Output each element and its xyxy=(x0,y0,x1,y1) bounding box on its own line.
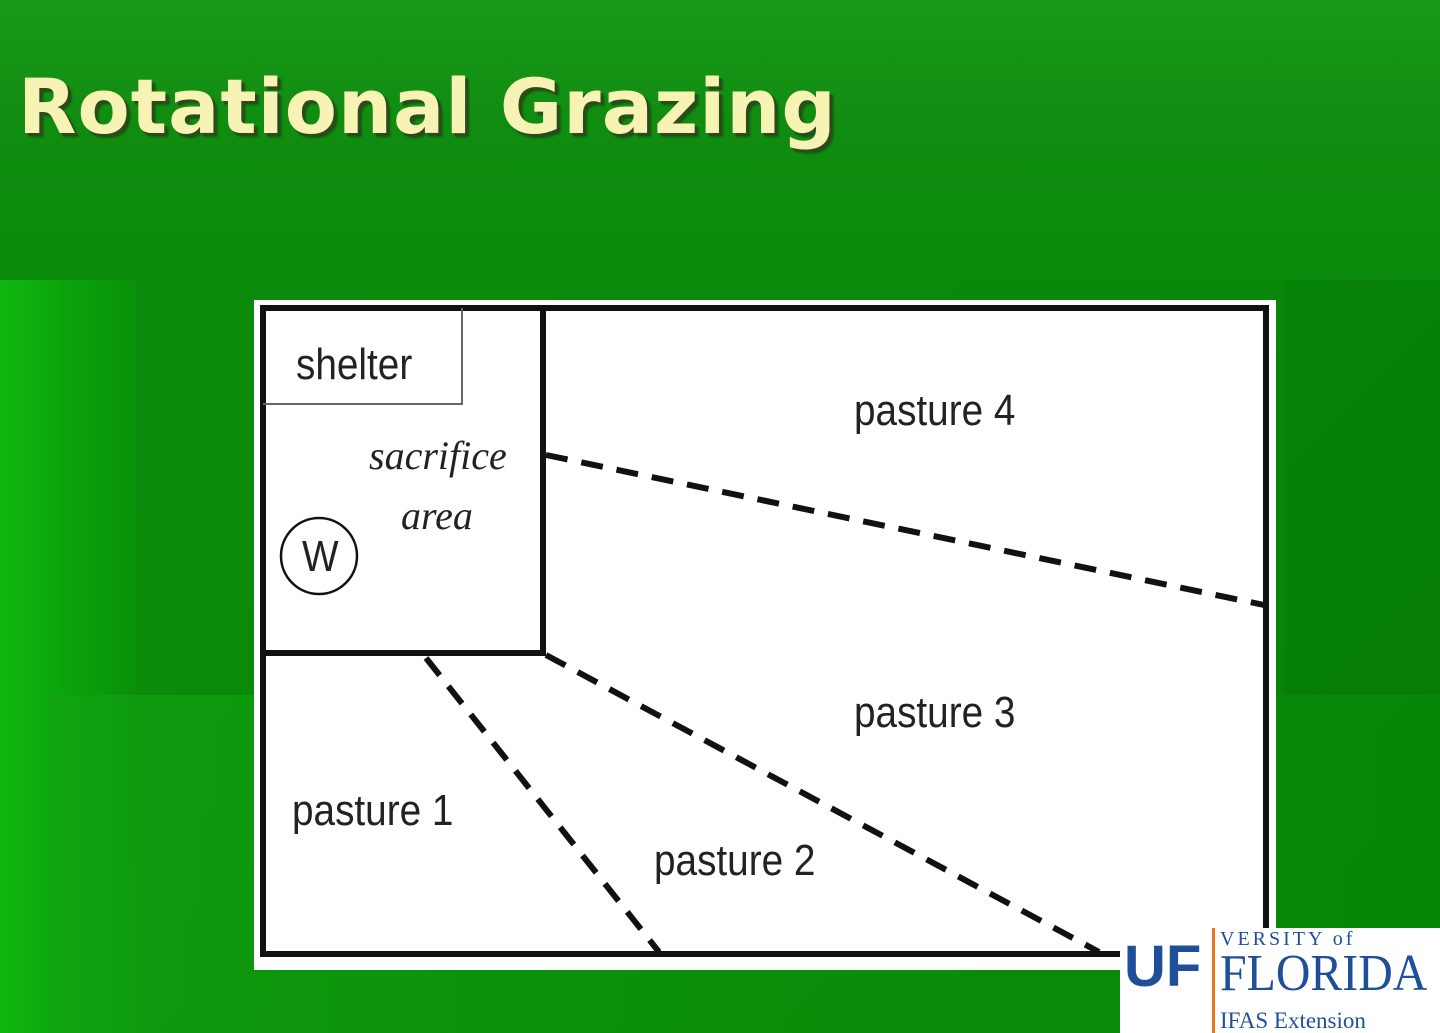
pasture-2-label: pasture 2 xyxy=(654,836,816,885)
field-boundary xyxy=(260,305,1269,957)
pasture-layout-svg xyxy=(260,305,1269,957)
slide-title: Rotational Grazing xyxy=(18,62,837,151)
logo-divider xyxy=(1212,928,1215,1033)
uf-ifas-logo: UF VERSITY of FLORIDA IFAS Extension xyxy=(1120,928,1440,1033)
background-top-band xyxy=(0,0,1440,280)
sacrifice-area-fence xyxy=(263,308,546,656)
shelter-label: shelter xyxy=(296,340,413,389)
water-icon xyxy=(279,516,359,596)
pasture-4-label: pasture 4 xyxy=(854,386,1016,435)
divider-pasture-1-2 xyxy=(423,656,662,954)
sacrifice-area-label: sacrifice xyxy=(369,433,507,478)
sacrifice-area-label-line2: area xyxy=(401,493,473,538)
pasture-1-label: pasture 1 xyxy=(292,786,454,835)
divider-pasture-3-4 xyxy=(545,452,1265,608)
grazing-diagram: shelter sacrifice area W pasture 4 pastu… xyxy=(254,300,1276,970)
logo-ifas-text: IFAS Extension xyxy=(1220,1008,1366,1033)
uf-monogram: UF xyxy=(1124,934,1202,999)
water-label: W xyxy=(302,532,339,581)
shelter-outline xyxy=(263,308,463,405)
divider-pasture-2-3 xyxy=(544,652,1101,955)
pasture-3-label: pasture 3 xyxy=(854,688,1016,737)
logo-florida-text: FLORIDA xyxy=(1220,945,1428,1002)
logo-university-text: VERSITY of xyxy=(1220,928,1356,950)
